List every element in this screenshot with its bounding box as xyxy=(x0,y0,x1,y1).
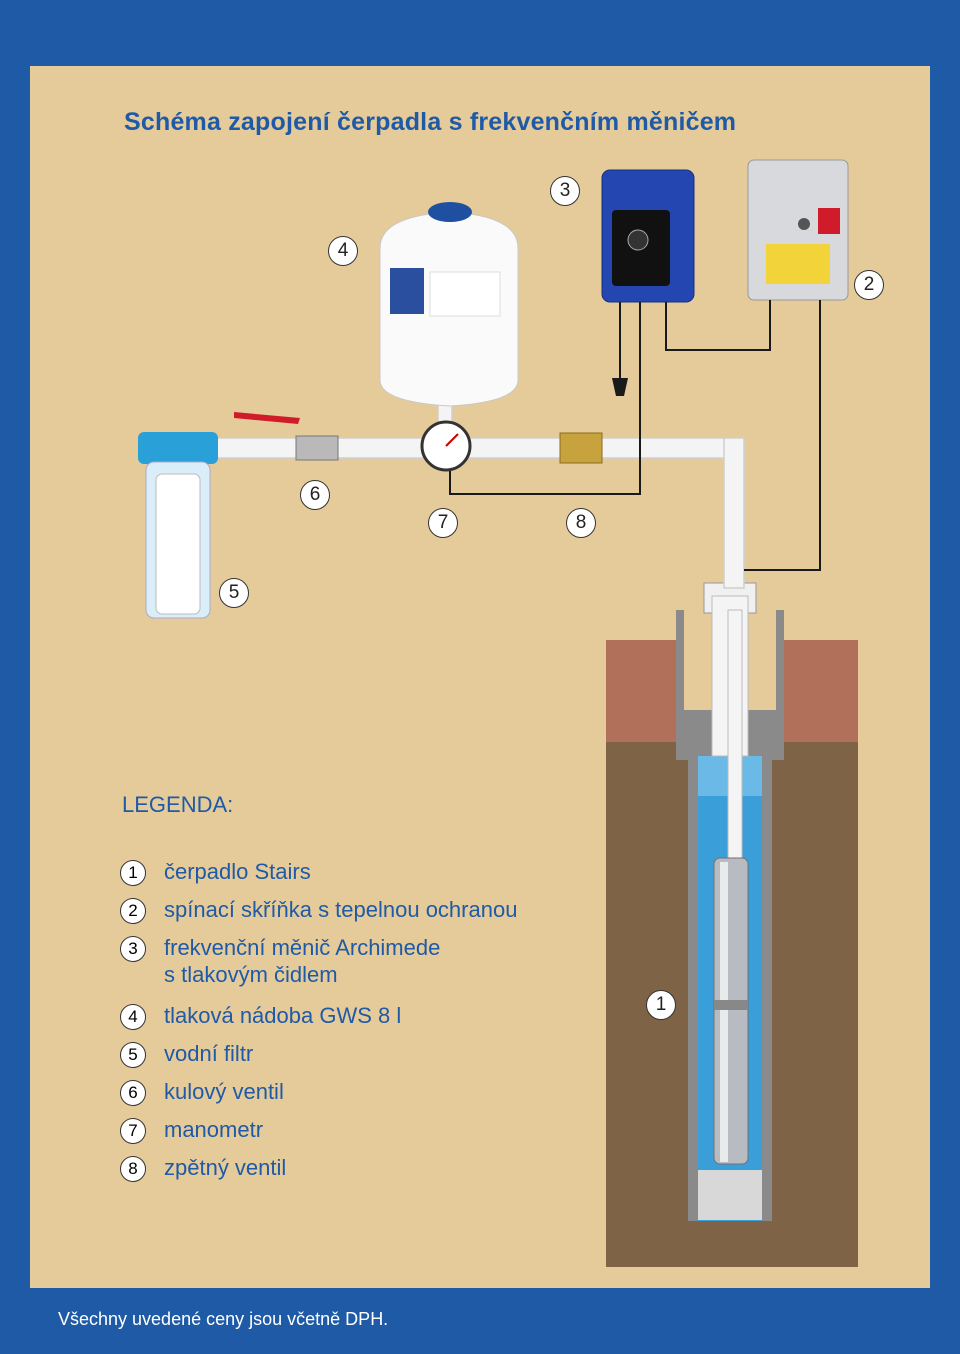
callout-4: 4 xyxy=(328,236,358,266)
callout-6: 6 xyxy=(300,480,330,510)
legend-label: spínací skříňka s tepelnou ochranou xyxy=(164,895,517,925)
legend-label: kulový ventil xyxy=(164,1077,284,1107)
legend-title: LEGENDA: xyxy=(122,792,233,818)
legend-label: vodní filtr xyxy=(164,1039,253,1069)
legend-number: 5 xyxy=(120,1042,146,1068)
callout-3: 3 xyxy=(550,176,580,206)
legend-number: 6 xyxy=(120,1080,146,1106)
callout-7: 7 xyxy=(428,508,458,538)
legend-item: 4 tlaková nádoba GWS 8 l xyxy=(120,1004,401,1031)
legend-label-line2: s tlakovým čidlem xyxy=(164,960,440,990)
legend-label: tlaková nádoba GWS 8 l xyxy=(164,1001,401,1031)
legend-item: 7 manometr xyxy=(120,1118,263,1145)
legend-number: 3 xyxy=(120,936,146,962)
legend-number: 7 xyxy=(120,1118,146,1144)
legend-number: 8 xyxy=(120,1156,146,1182)
legend-label: zpětný ventil xyxy=(164,1153,286,1183)
legend-label: manometr xyxy=(164,1115,263,1145)
power-plug xyxy=(612,378,628,396)
water-filter xyxy=(138,432,218,618)
legend-label: čerpadlo Stairs xyxy=(164,857,311,887)
pressure-tank xyxy=(380,202,518,406)
legend-number: 4 xyxy=(120,1004,146,1030)
manometer xyxy=(422,422,470,470)
legend-number: 1 xyxy=(120,860,146,886)
check-valve xyxy=(560,433,602,463)
callout-5: 5 xyxy=(219,578,249,608)
pipes xyxy=(200,404,744,588)
callout-8: 8 xyxy=(566,508,596,538)
legend-label: frekvenční měnič Archimede xyxy=(164,933,440,963)
switch-box xyxy=(748,160,848,300)
legend-item: 5 vodní filtr xyxy=(120,1042,253,1069)
legend-item: 6 kulový ventil xyxy=(120,1080,284,1107)
legend-item: 8 zpětný ventil xyxy=(120,1156,286,1183)
frequency-inverter xyxy=(602,170,694,302)
legend-label-group: frekvenční měnič Archimede s tlakovým či… xyxy=(146,936,440,990)
legend-item: 2 spínací skříňka s tepelnou ochranou xyxy=(120,898,517,925)
footer-note: Všechny uvedené ceny jsou včetně DPH. xyxy=(58,1309,388,1330)
callout-2: 2 xyxy=(854,270,884,300)
legend-item: 3 frekvenční měnič Archimede s tlakovým … xyxy=(120,936,440,990)
legend-number: 2 xyxy=(120,898,146,924)
legend-item: 1 čerpadlo Stairs xyxy=(120,860,311,887)
callout-1: 1 xyxy=(646,990,676,1020)
